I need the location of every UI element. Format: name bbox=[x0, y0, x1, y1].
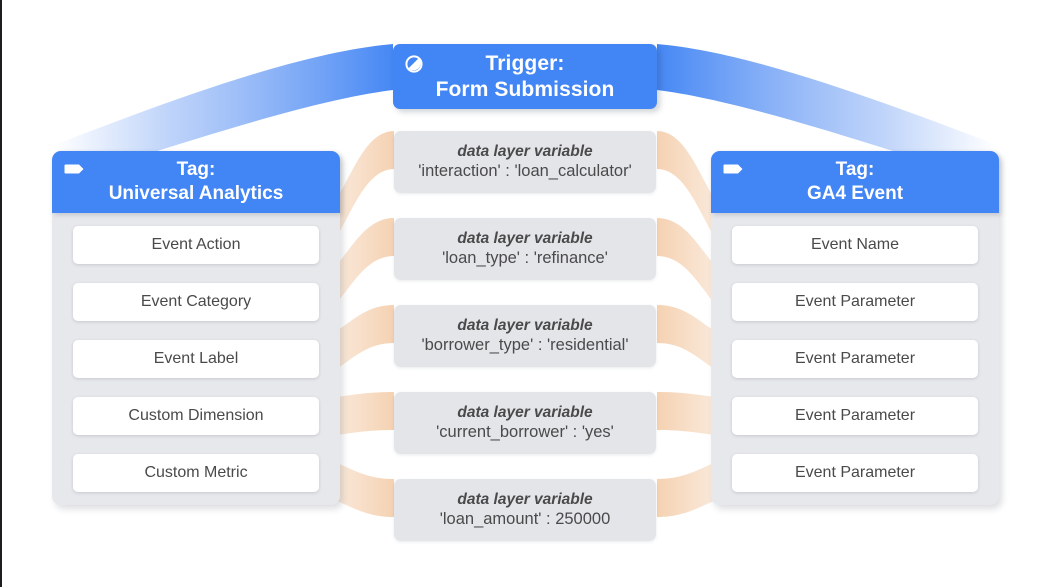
tag-row[interactable]: Custom Dimension bbox=[73, 397, 319, 435]
dlv-key-value: 'loan_amount' : 250000 bbox=[439, 509, 611, 528]
tag-row[interactable]: Event Label bbox=[73, 340, 319, 378]
tag-row[interactable]: Event Parameter bbox=[732, 283, 978, 321]
tag-row[interactable]: Event Category bbox=[73, 283, 319, 321]
tag-label-icon bbox=[723, 164, 743, 174]
data-layer-variable-card[interactable]: data layer variable 'current_borrower' :… bbox=[394, 392, 656, 454]
tag-title: Tag: Universal Analytics bbox=[108, 159, 284, 204]
dlv-kind-label: data layer variable bbox=[457, 229, 593, 247]
dlv-kind-label: data layer variable bbox=[457, 316, 593, 334]
dlv-key-value: 'borrower_type' : 'residential' bbox=[421, 335, 629, 354]
trigger-card[interactable]: Trigger: Form Submission bbox=[393, 44, 657, 109]
tag-row[interactable]: Event Action bbox=[73, 226, 319, 264]
data-layer-variable-card[interactable]: data layer variable 'borrower_type' : 'r… bbox=[394, 305, 656, 367]
tag-rows-universal-analytics: Event Action Event Category Event Label … bbox=[52, 213, 340, 492]
tag-row[interactable]: Event Parameter bbox=[732, 397, 978, 435]
tag-header-ga4-event[interactable]: Tag: GA4 Event bbox=[711, 151, 999, 213]
tag-row[interactable]: Event Parameter bbox=[732, 340, 978, 378]
tag-label-icon bbox=[64, 164, 84, 174]
tag-rows-ga4-event: Event Name Event Parameter Event Paramet… bbox=[711, 213, 999, 492]
trigger-circle-icon bbox=[405, 55, 423, 73]
trigger-title: Trigger: Form Submission bbox=[435, 51, 615, 101]
data-layer-variable-card[interactable]: data layer variable 'loan_type' : 'refin… bbox=[394, 218, 656, 280]
tag-row[interactable]: Custom Metric bbox=[73, 454, 319, 492]
data-layer-variable-card[interactable]: data layer variable 'interaction' : 'loa… bbox=[394, 131, 656, 193]
dlv-kind-label: data layer variable bbox=[457, 142, 593, 160]
dlv-kind-label: data layer variable bbox=[457, 490, 593, 508]
tag-row[interactable]: Event Parameter bbox=[732, 454, 978, 492]
tag-panel-universal-analytics: Tag: Universal Analytics Event Action Ev… bbox=[52, 151, 340, 505]
tag-panel-ga4-event: Tag: GA4 Event Event Name Event Paramete… bbox=[711, 151, 999, 505]
data-layer-variable-card[interactable]: data layer variable 'loan_amount' : 2500… bbox=[394, 479, 656, 541]
tag-header-universal-analytics[interactable]: Tag: Universal Analytics bbox=[52, 151, 340, 213]
dlv-key-value: 'loan_type' : 'refinance' bbox=[442, 248, 608, 267]
tag-row[interactable]: Event Name bbox=[732, 226, 978, 264]
dlv-kind-label: data layer variable bbox=[457, 403, 593, 421]
tag-title: Tag: GA4 Event bbox=[806, 159, 904, 204]
dlv-key-value: 'interaction' : 'loan_calculator' bbox=[418, 161, 632, 180]
dlv-key-value: 'current_borrower' : 'yes' bbox=[436, 422, 614, 441]
